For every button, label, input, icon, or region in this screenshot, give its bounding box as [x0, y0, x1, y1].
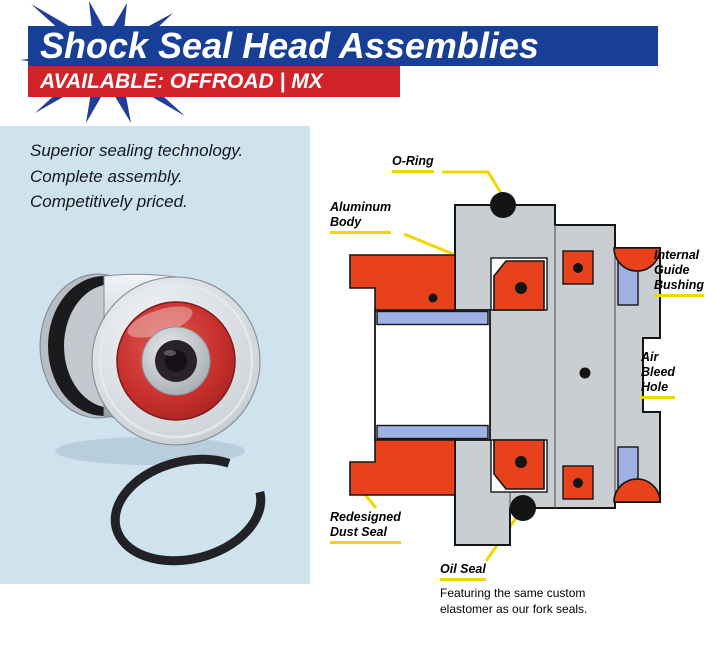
- label-redesigned-dust-seal: Redesigned Dust Seal: [330, 510, 401, 544]
- bumper-bottom-shape: [613, 478, 661, 503]
- label-air-bleed-hole: Air Bleed Hole: [641, 350, 676, 399]
- rod-bushing-top: [376, 310, 489, 326]
- seal-spacer-top: [562, 250, 594, 285]
- label-o-ring: O-Ring: [392, 154, 434, 173]
- title-banner: Shock Seal Head Assemblies: [28, 26, 658, 66]
- hole-glint: [164, 350, 176, 356]
- spacer-top-dot: [573, 263, 583, 273]
- seal-highlight: [127, 306, 193, 338]
- label-oil-seal: Oil Seal: [440, 562, 486, 581]
- label-internal-guide-bushing: Internal Guide Bushing: [654, 248, 704, 297]
- snap-ring: [110, 454, 266, 566]
- vent-dot: [428, 293, 438, 303]
- face-bevel: [98, 283, 254, 439]
- air-bleed-hole-dot: [579, 367, 591, 379]
- o-ring-top-dot: [490, 192, 516, 218]
- tagline: Superior sealing technology. Complete as…: [30, 141, 244, 211]
- oil-seal-top-dot: [515, 282, 527, 294]
- cross-section-diagram: [349, 170, 661, 562]
- product-photo-panel: Superior sealing technology. Complete as…: [0, 126, 310, 584]
- label-aluminum-body: Aluminum Body: [330, 200, 392, 234]
- leader-o-ring: [442, 170, 503, 194]
- dust-seal-top-shape: [349, 254, 456, 311]
- leader-aluminum-body: [403, 232, 454, 256]
- product-photo: [0, 126, 310, 584]
- o-ring-bottom-dot: [510, 495, 536, 521]
- oil-seal-bottom-dot: [515, 456, 527, 468]
- bumper-top-shape: [613, 247, 661, 272]
- dust-seal-bottom-shape: [349, 439, 456, 496]
- oil-seal-note: Featuring the same custom elastomer as o…: [440, 586, 588, 616]
- shaft-bore: [374, 309, 491, 441]
- page-title: Shock Seal Head Assemblies: [40, 25, 539, 66]
- spacer-bottom-dot: [573, 478, 583, 488]
- rod-bushing-bottom: [376, 424, 489, 440]
- availability-banner: AVAILABLE: OFFROAD | MX: [28, 66, 400, 97]
- availability-text: AVAILABLE: OFFROAD | MX: [40, 70, 323, 93]
